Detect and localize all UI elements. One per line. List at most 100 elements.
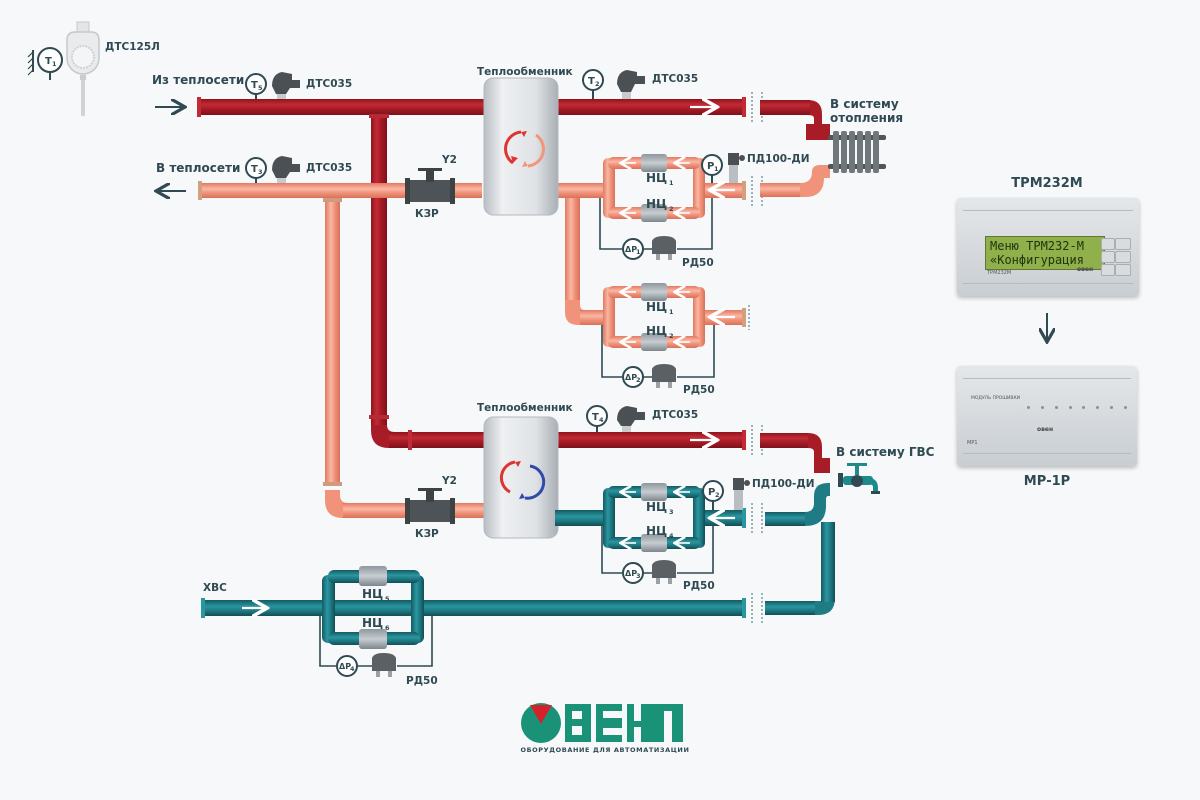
dp3-symbol: ΔP xyxy=(625,569,637,578)
pump-nc5-sub: 5 xyxy=(385,595,390,603)
return-pipe-from-heating xyxy=(760,165,830,197)
controller-model-mark: ТРМ232М xyxy=(987,270,1012,276)
pump-nc1-sub: 1 xyxy=(669,179,674,187)
valve-2-name: КЗР xyxy=(415,528,439,540)
heat-exchanger-1 xyxy=(483,77,559,216)
t3-model: ДТС035 xyxy=(306,162,352,174)
t4-symbol: T xyxy=(592,412,599,423)
led-icon xyxy=(1123,406,1127,409)
supply-pipe-from-network xyxy=(197,97,746,450)
dp2-symbol: ΔP xyxy=(625,373,637,382)
label-to-heating-line1: В систему xyxy=(830,97,899,111)
module-output-leds xyxy=(1027,406,1127,414)
label-from-network: Из теплосети xyxy=(152,73,244,87)
pump-icon xyxy=(359,629,387,649)
dp4-sub: 4 xyxy=(350,665,355,673)
pump-nc1-label: НЦ xyxy=(646,171,667,185)
dp3-sub: 3 xyxy=(636,572,641,580)
relay-rd50-icon xyxy=(372,653,396,671)
relay-rd50-icon xyxy=(652,236,676,254)
t3-symbol: T xyxy=(251,164,258,175)
relay-2-label: РД50 xyxy=(683,384,715,396)
dts035-sensor-icon xyxy=(617,70,645,92)
legend-sensor-dts125l: T 1 ДТС125Л xyxy=(27,21,160,116)
controller-stop-button[interactable] xyxy=(1115,264,1131,276)
relay-rd50-icon xyxy=(652,364,676,382)
dhw-circulation-pipe xyxy=(555,483,830,533)
pump-group-4 xyxy=(319,566,433,677)
cold-water-pipe xyxy=(201,522,835,623)
t4-sub: 4 xyxy=(599,416,604,424)
t4-model: ДТС035 xyxy=(652,409,698,421)
pump-nc3-sub: 3 xyxy=(669,508,674,516)
controller-down-button[interactable] xyxy=(1101,264,1115,276)
dts035-sensor-icon xyxy=(617,406,645,426)
pump-icon xyxy=(641,204,667,222)
led-icon xyxy=(1040,406,1044,409)
pd100-sensor-icon xyxy=(728,153,739,165)
p2-model: ПД100-ДИ xyxy=(752,478,815,490)
pump-nc1b-sub: 1 xyxy=(669,308,674,316)
relay-3-label: РД50 xyxy=(683,580,715,592)
pd100-sensor-icon xyxy=(733,478,744,490)
dhw-hot-supply-pipe xyxy=(555,432,746,448)
module-title: МР-1Р xyxy=(1023,474,1071,489)
dp2-sub: 2 xyxy=(636,376,641,384)
pump-nc4-sub: 4 xyxy=(669,532,674,540)
legend-sensor-symbol: T xyxy=(45,56,52,67)
pump-icon xyxy=(641,333,667,351)
pump-icon xyxy=(359,566,387,586)
led-icon xyxy=(1027,406,1030,409)
terminal-strip xyxy=(963,283,1133,292)
pump-nc2b-sub: 2 xyxy=(669,332,674,340)
valve-1-code: Y2 xyxy=(441,154,457,166)
dts035-sensor-icon xyxy=(272,72,300,94)
dp1-sub: 1 xyxy=(636,248,641,256)
controller-right-button[interactable] xyxy=(1115,251,1131,263)
led-icon xyxy=(1068,406,1072,409)
owen-logo-mark xyxy=(521,703,683,743)
pump-nc2-label: НЦ xyxy=(646,197,667,211)
relay-4-label: РД50 xyxy=(406,675,438,687)
controller-brand-mark: овен xyxy=(1077,266,1094,273)
module-brand-mark: овен xyxy=(1037,426,1054,433)
temperature-sensor-t5: T 5 xyxy=(245,72,300,99)
label-cold-water: ХВС xyxy=(203,582,227,594)
controller-lcd: Меню ТРМ232-М «Конфигурация xyxy=(985,236,1105,270)
controller-up-button[interactable] xyxy=(1101,238,1115,250)
t5-symbol: T xyxy=(251,80,258,91)
heat-exchanger-2-title: Теплообменник xyxy=(477,402,573,414)
circulation-icon xyxy=(504,130,545,168)
heat-exchanger-2 xyxy=(483,416,559,539)
module-mr1r: МОДУЛЬ ПРОШИВКИ овен МР1 xyxy=(957,366,1137,466)
lcd-line-1: Меню ТРМ232-М xyxy=(990,239,1084,253)
t2-sub: 2 xyxy=(595,80,600,88)
label-to-network: В теплосети xyxy=(156,161,240,175)
controller-trm232m: Меню ТРМ232-М «Конфигурация ТРМ232М овен xyxy=(957,198,1139,296)
t2-symbol: T xyxy=(588,76,595,87)
control-valve-kzr-2 xyxy=(405,488,455,524)
t3-sub: 3 xyxy=(258,168,263,176)
t2-model: ДТС035 xyxy=(652,73,698,85)
pump-group-2 xyxy=(601,283,715,388)
controller-prog-button[interactable] xyxy=(1115,238,1131,250)
logo-tagline: ОБОРУДОВАНИЕ ДЛЯ АВТОМАТИЗАЦИИ xyxy=(520,746,690,754)
module-model-mark: МР1 xyxy=(967,440,978,446)
water-tap-icon xyxy=(838,463,880,494)
controller-left-button[interactable] xyxy=(1101,251,1115,263)
pressure-sensor-p1: P 1 xyxy=(701,153,745,183)
dp1-symbol: ΔP xyxy=(625,245,637,254)
pump-nc5-label: НЦ xyxy=(362,587,383,601)
heat-exchanger-1-title: Теплообменник xyxy=(477,66,573,78)
t5-sub: 5 xyxy=(258,84,263,92)
temperature-sensor-t4: T 4 xyxy=(586,405,645,432)
pump-nc6-label: НЦ xyxy=(362,616,383,630)
relay-1-label: РД50 xyxy=(682,257,714,269)
p1-sub: 1 xyxy=(714,165,719,173)
label-to-heating-line2: отопления xyxy=(830,111,903,125)
owen-logo: ОБОРУДОВАНИЕ ДЛЯ АВТОМАТИЗАЦИИ xyxy=(520,702,690,762)
circulation-icon xyxy=(499,460,546,500)
pump-nc1b-label: НЦ xyxy=(646,300,667,314)
control-valve-kzr-1 xyxy=(405,168,455,204)
